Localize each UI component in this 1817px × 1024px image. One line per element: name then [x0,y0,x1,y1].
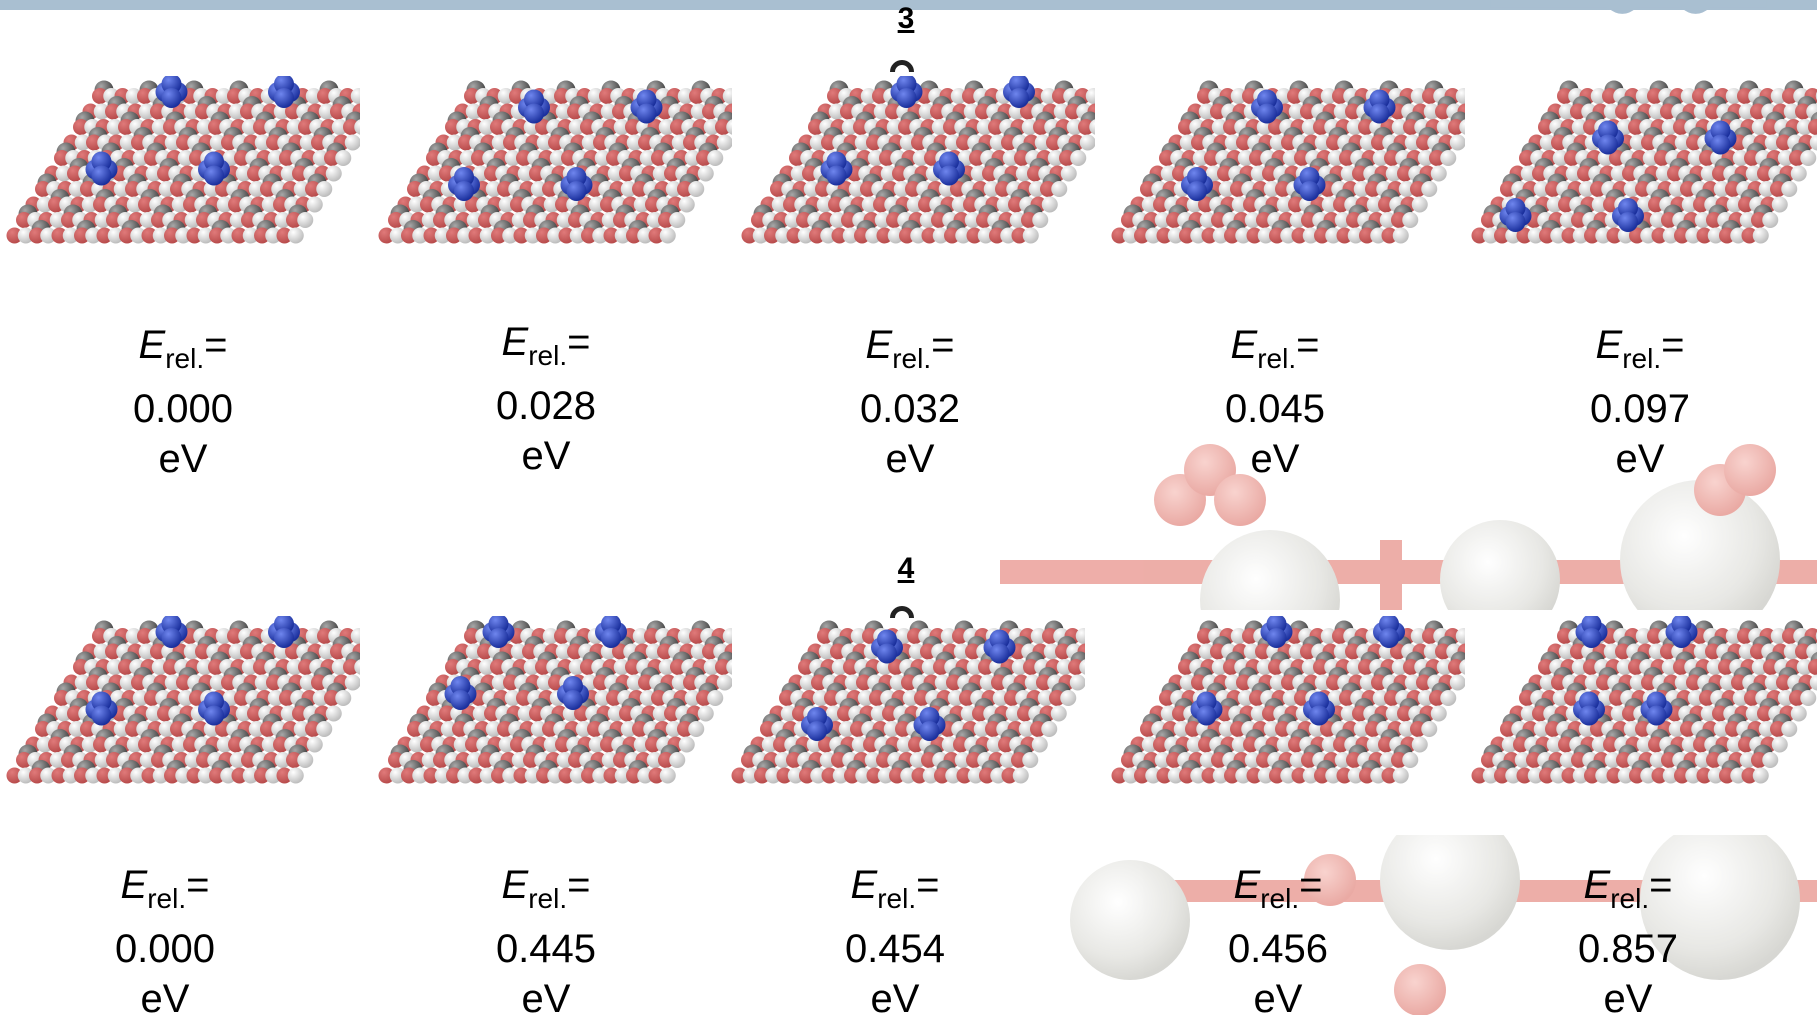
energy-unit: eV [800,434,1020,484]
adsorption-structure-r2-1 [0,616,360,836]
header-bar-ornament [1440,0,1817,22]
row-label-4: 4 [898,552,915,586]
energy-value: 0.454 [785,924,1005,974]
adsorption-structure-r1-1 [0,76,360,296]
energy-value: 0.000 [73,384,293,434]
energy-label-r1-2: Erel.= 0.028 eV [436,317,656,481]
energy-unit: eV [1168,974,1388,1024]
energy-label-r1-1: Erel.= 0.000 eV [73,320,293,484]
energy-value: 0.097 [1530,384,1750,434]
energy-label-r1-3: Erel.= 0.032 eV [800,320,1020,484]
energy-value: 0.857 [1518,924,1738,974]
energy-unit: eV [55,974,275,1024]
energy-unit: eV [1165,434,1385,484]
energy-unit: eV [436,431,656,481]
energy-unit: eV [73,434,293,484]
energy-unit: eV [1518,974,1738,1024]
energy-label-r2-1: Erel.= 0.000 eV [55,860,275,1024]
adsorption-structure-r1-4 [1105,76,1465,296]
adsorption-structure-r2-2 [372,616,732,836]
energy-value: 0.456 [1168,924,1388,974]
energy-value: 0.445 [436,924,656,974]
row-label-3: 3 [898,2,915,36]
energy-label-r2-3: Erel.= 0.454 eV [785,860,1005,1024]
energy-label-r1-5: Erel.= 0.097 eV [1530,320,1750,484]
adsorption-structure-r1-3 [735,76,1095,296]
adsorption-structure-r2-4 [1105,616,1465,836]
adsorption-structure-r1-5 [1465,76,1817,296]
row-label-3-overflow [887,58,917,72]
energy-value: 0.032 [800,384,1020,434]
energy-unit: eV [785,974,1005,1024]
energy-label-r1-4: Erel.= 0.045 eV [1165,320,1385,484]
energy-unit: eV [436,974,656,1024]
energy-value: 0.045 [1165,384,1385,434]
adsorption-structure-r2-5 [1465,616,1817,836]
energy-label-r2-4: Erel.= 0.456 eV [1168,860,1388,1024]
adsorption-structure-r1-2 [372,76,732,296]
adsorption-structure-r2-3 [725,616,1085,836]
energy-value: 0.028 [436,381,656,431]
energy-value: 0.000 [55,924,275,974]
energy-unit: eV [1530,434,1750,484]
energy-label-r2-5: Erel.= 0.857 eV [1518,860,1738,1024]
energy-label-r2-2: Erel.= 0.445 eV [436,860,656,1024]
